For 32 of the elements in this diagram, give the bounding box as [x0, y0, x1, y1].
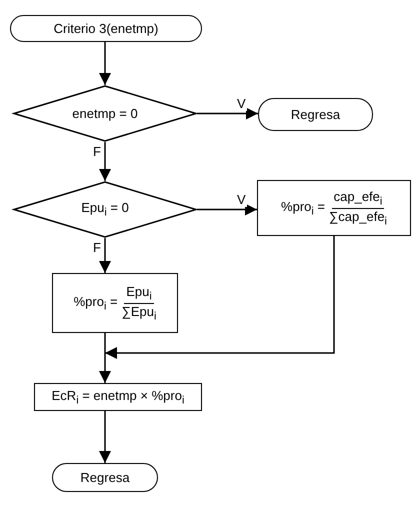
node-label: Epu$_{i}$ = 0 — [81, 200, 129, 219]
decision-diamond — [13, 85, 197, 142]
arrow — [105, 236, 335, 359]
arrow — [99, 42, 111, 85]
formula-text: %pro$_{i}$ = — [281, 198, 326, 218]
terminal-shape — [10, 15, 202, 42]
process-box — [257, 180, 411, 236]
formula-text: %pro$_{i}$ = — [74, 294, 118, 312]
process-box — [52, 273, 178, 333]
edge-label: F — [92, 145, 102, 159]
arrow — [197, 108, 258, 120]
denominator: ∑cap_efe$_{i}$ — [329, 208, 387, 228]
edge-label: V — [236, 193, 247, 207]
arrow — [99, 411, 111, 463]
numerator: cap_efe$_{i}$ — [332, 188, 384, 208]
node-label: EcR$_{i}$ = enetmp × %pro$_{i}$ — [52, 388, 184, 406]
arrow — [99, 238, 111, 273]
edge-label: V — [236, 97, 247, 111]
numerator: Epu$_{i}$ — [124, 284, 154, 304]
process-box — [34, 383, 202, 411]
decision-diamond — [13, 181, 197, 238]
arrow — [99, 142, 111, 181]
edge-label: F — [92, 241, 102, 255]
terminal-shape — [258, 98, 373, 131]
terminal-shape — [52, 463, 158, 492]
node-label: Regresa — [290, 107, 340, 122]
arrow — [99, 353, 111, 383]
node-label: Criterio 3(enetmp) — [54, 21, 158, 36]
node-label: Regresa — [80, 470, 130, 485]
denominator: ∑Epu$_{i}$ — [122, 304, 156, 322]
node-label: enetmp = 0 — [72, 106, 138, 121]
arrow — [197, 204, 257, 216]
